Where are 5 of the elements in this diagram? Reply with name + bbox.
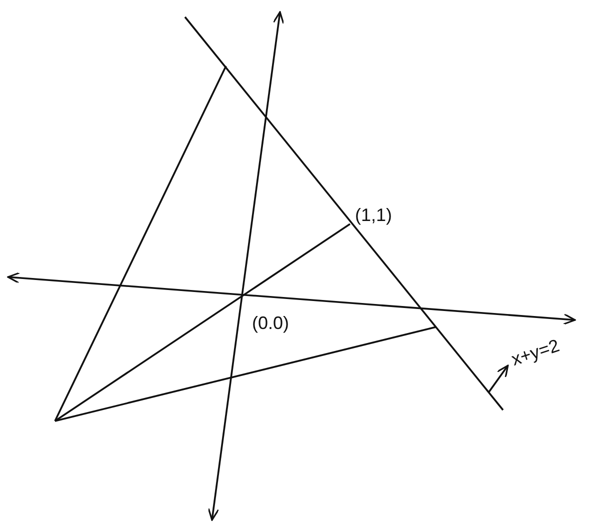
line-equation-label: x+y=2 [508, 335, 562, 370]
point-label: (1,1) [355, 205, 392, 225]
leader-arrow [488, 364, 509, 393]
point-label: (0.0) [252, 313, 290, 333]
graph-line [184, 16, 504, 411]
